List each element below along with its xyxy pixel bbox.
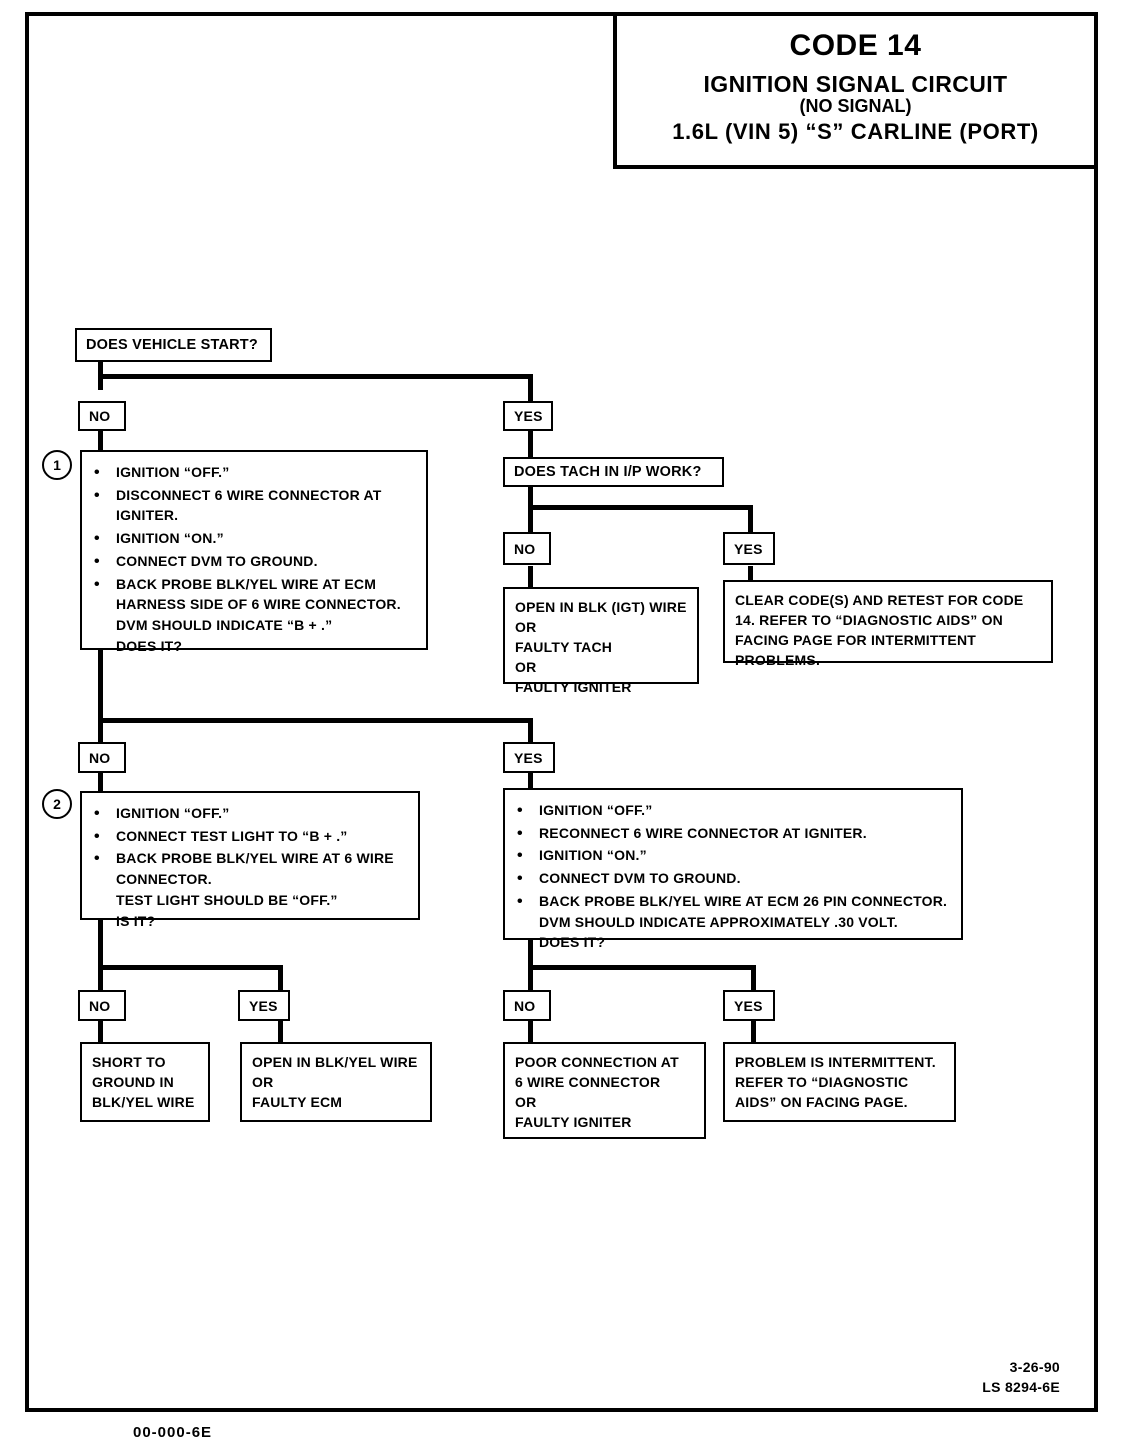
branch-step1-yes[interactable]: YES [503,742,555,773]
connector-yes-to-q2 [528,428,533,459]
instruction-item: RECONNECT 6 WIRE CONNECTOR AT IGNITER. [517,822,953,845]
step-number-circle-2: 2 [42,789,72,819]
connector-no-to-step1 [98,428,103,454]
connector-yes-to-step3 [528,772,533,790]
question-does-vehicle-start[interactable]: DOES VEHICLE START? [75,328,272,362]
branch-label: NO [89,749,111,766]
branch-start-no[interactable]: NO [78,401,126,431]
branch-label: NO [89,997,111,1014]
result-intermittent: PROBLEM IS INTERMITTENT. REFER TO “DIAGN… [723,1042,956,1122]
connector-q2-yes-drop [748,505,753,542]
instruction-item: CONNECT DVM TO GROUND. [517,867,953,890]
engine-carline: 1.6L (VIN 5) “S” CARLINE (PORT) [672,119,1039,145]
result-clear-codes: CLEAR CODE(S) AND RETEST FOR CODE 14. RE… [723,580,1053,668]
step-2-list: IGNITION “OFF.”CONNECT TEST LIGHT TO “B … [82,802,410,931]
branch-step1-no[interactable]: NO [78,742,126,773]
instruction-continuation: IGNITER. [116,507,179,524]
instruction-item: IGNITION “ON.” [517,844,953,867]
footer-partial-cut-text: 00-000-6E [133,1424,213,1437]
instruction-continuation: DVM SHOULD INDICATE APPROXIMATELY .30 VO… [539,913,898,930]
step-1-list: IGNITION “OFF.”DISCONNECT 6 WIRE CONNECT… [82,461,418,657]
instruction-continuation: IS IT? [116,912,156,929]
footer-doc-id: LS 8294-6E [982,1379,1060,1395]
step-2-instructions[interactable]: IGNITION “OFF.”CONNECT TEST LIGHT TO “B … [80,791,420,929]
branch-label: NO [514,540,536,557]
connector-step2-yes-drop [278,965,283,994]
instruction-item: IGNITION “OFF.” [94,461,418,484]
instruction-item: IGNITION “OFF.” [94,802,410,825]
step-3-list: IGNITION “OFF.”RECONNECT 6 WIRE CONNECTO… [505,799,953,953]
instruction-item: BACK PROBE BLK/YEL WIRE AT 6 WIRECONNECT… [94,847,410,931]
connector-step2yes-to-result [278,1020,283,1043]
circuit-title: IGNITION SIGNAL CIRCUIT [703,70,1008,97]
question-label: DOES TACH IN I/P WORK? [514,464,702,480]
connector-step2-stem [98,920,103,994]
instruction-item: CONNECT TEST LIGHT TO “B + .” [94,825,410,848]
branch-label: YES [734,997,763,1014]
step-number: 2 [53,796,61,812]
header-title-box: CODE 14 IGNITION SIGNAL CIRCUIT (NO SIGN… [613,12,1098,169]
connector-step3no-to-result [528,1020,533,1043]
connector-q2no-to-result [528,566,533,588]
connector-q1-horizontal [98,374,533,379]
connector-step3-horizontal [528,965,756,970]
instruction-continuation: HARNESS SIDE OF 6 WIRE CONNECTOR. [116,596,401,613]
instruction-item: IGNITION “ON.” [94,527,418,550]
instruction-continuation: DOES IT? [539,934,606,951]
connector-no-to-step2 [98,772,103,794]
branch-step2-no[interactable]: NO [78,990,126,1021]
connector-step2no-to-result [98,1020,103,1043]
instruction-continuation: TEST LIGHT SHOULD BE “OFF.” [116,891,338,908]
question-label: DOES VEHICLE START? [86,337,258,353]
connector-step3yes-to-result [751,1020,756,1043]
branch-label: NO [89,408,111,424]
footer-date: 3-26-90 [1009,1359,1060,1375]
connector-step1-yes-drop [528,718,533,748]
branch-label: YES [734,540,763,557]
connector-step1-stem [98,650,103,755]
result-open-blkyel: OPEN IN BLK/YEL WIRE OR FAULTY ECM [240,1042,432,1122]
step-number: 1 [53,457,61,473]
page-border [25,12,1098,1412]
instruction-item: BACK PROBE BLK/YEL WIRE AT ECM 26 PIN CO… [517,890,953,953]
branch-step3-no[interactable]: NO [503,990,551,1021]
result-poor-connection: POOR CONNECTION AT 6 WIRE CONNECTOR OR F… [503,1042,706,1139]
code-number: CODE 14 [789,29,922,62]
step-3-instructions[interactable]: IGNITION “OFF.”RECONNECT 6 WIRE CONNECTO… [503,788,963,950]
connector-step1-horizontal [98,718,533,723]
step-1-instructions[interactable]: IGNITION “OFF.”DISCONNECT 6 WIRE CONNECT… [80,450,428,654]
step-number-circle-1: 1 [42,450,72,480]
connector-q2-stem [528,484,533,542]
branch-tach-yes[interactable]: YES [723,532,775,565]
circuit-subtitle: (NO SIGNAL) [799,95,912,116]
instruction-continuation: DVM SHOULD INDICATE “B + .” [116,617,333,634]
branch-label: YES [249,997,278,1014]
result-open-igt-wire: OPEN IN BLK (IGT) WIRE OR FAULTY TACH OR… [503,587,699,695]
branch-step3-yes[interactable]: YES [723,990,775,1021]
connector-step3-yes-drop [751,965,756,994]
instruction-item: IGNITION “OFF.” [517,799,953,822]
branch-label: YES [514,749,543,766]
question-does-tach-work[interactable]: DOES TACH IN I/P WORK? [503,457,724,487]
connector-q1-yes-drop [528,374,533,404]
branch-label: NO [514,997,536,1014]
instruction-item: CONNECT DVM TO GROUND. [94,550,418,573]
branch-label: YES [514,408,543,424]
instruction-continuation: CONNECTOR. [116,871,212,888]
instruction-continuation: DOES IT? [116,637,183,654]
connector-q2yes-to-result [748,566,753,588]
result-short-to-ground: SHORT TO GROUND IN BLK/YEL WIRE [80,1042,210,1122]
connector-step2-horizontal [98,965,283,970]
branch-tach-no[interactable]: NO [503,532,551,565]
branch-start-yes[interactable]: YES [503,401,553,431]
branch-step2-yes[interactable]: YES [238,990,290,1021]
connector-q2-horizontal [528,505,753,510]
